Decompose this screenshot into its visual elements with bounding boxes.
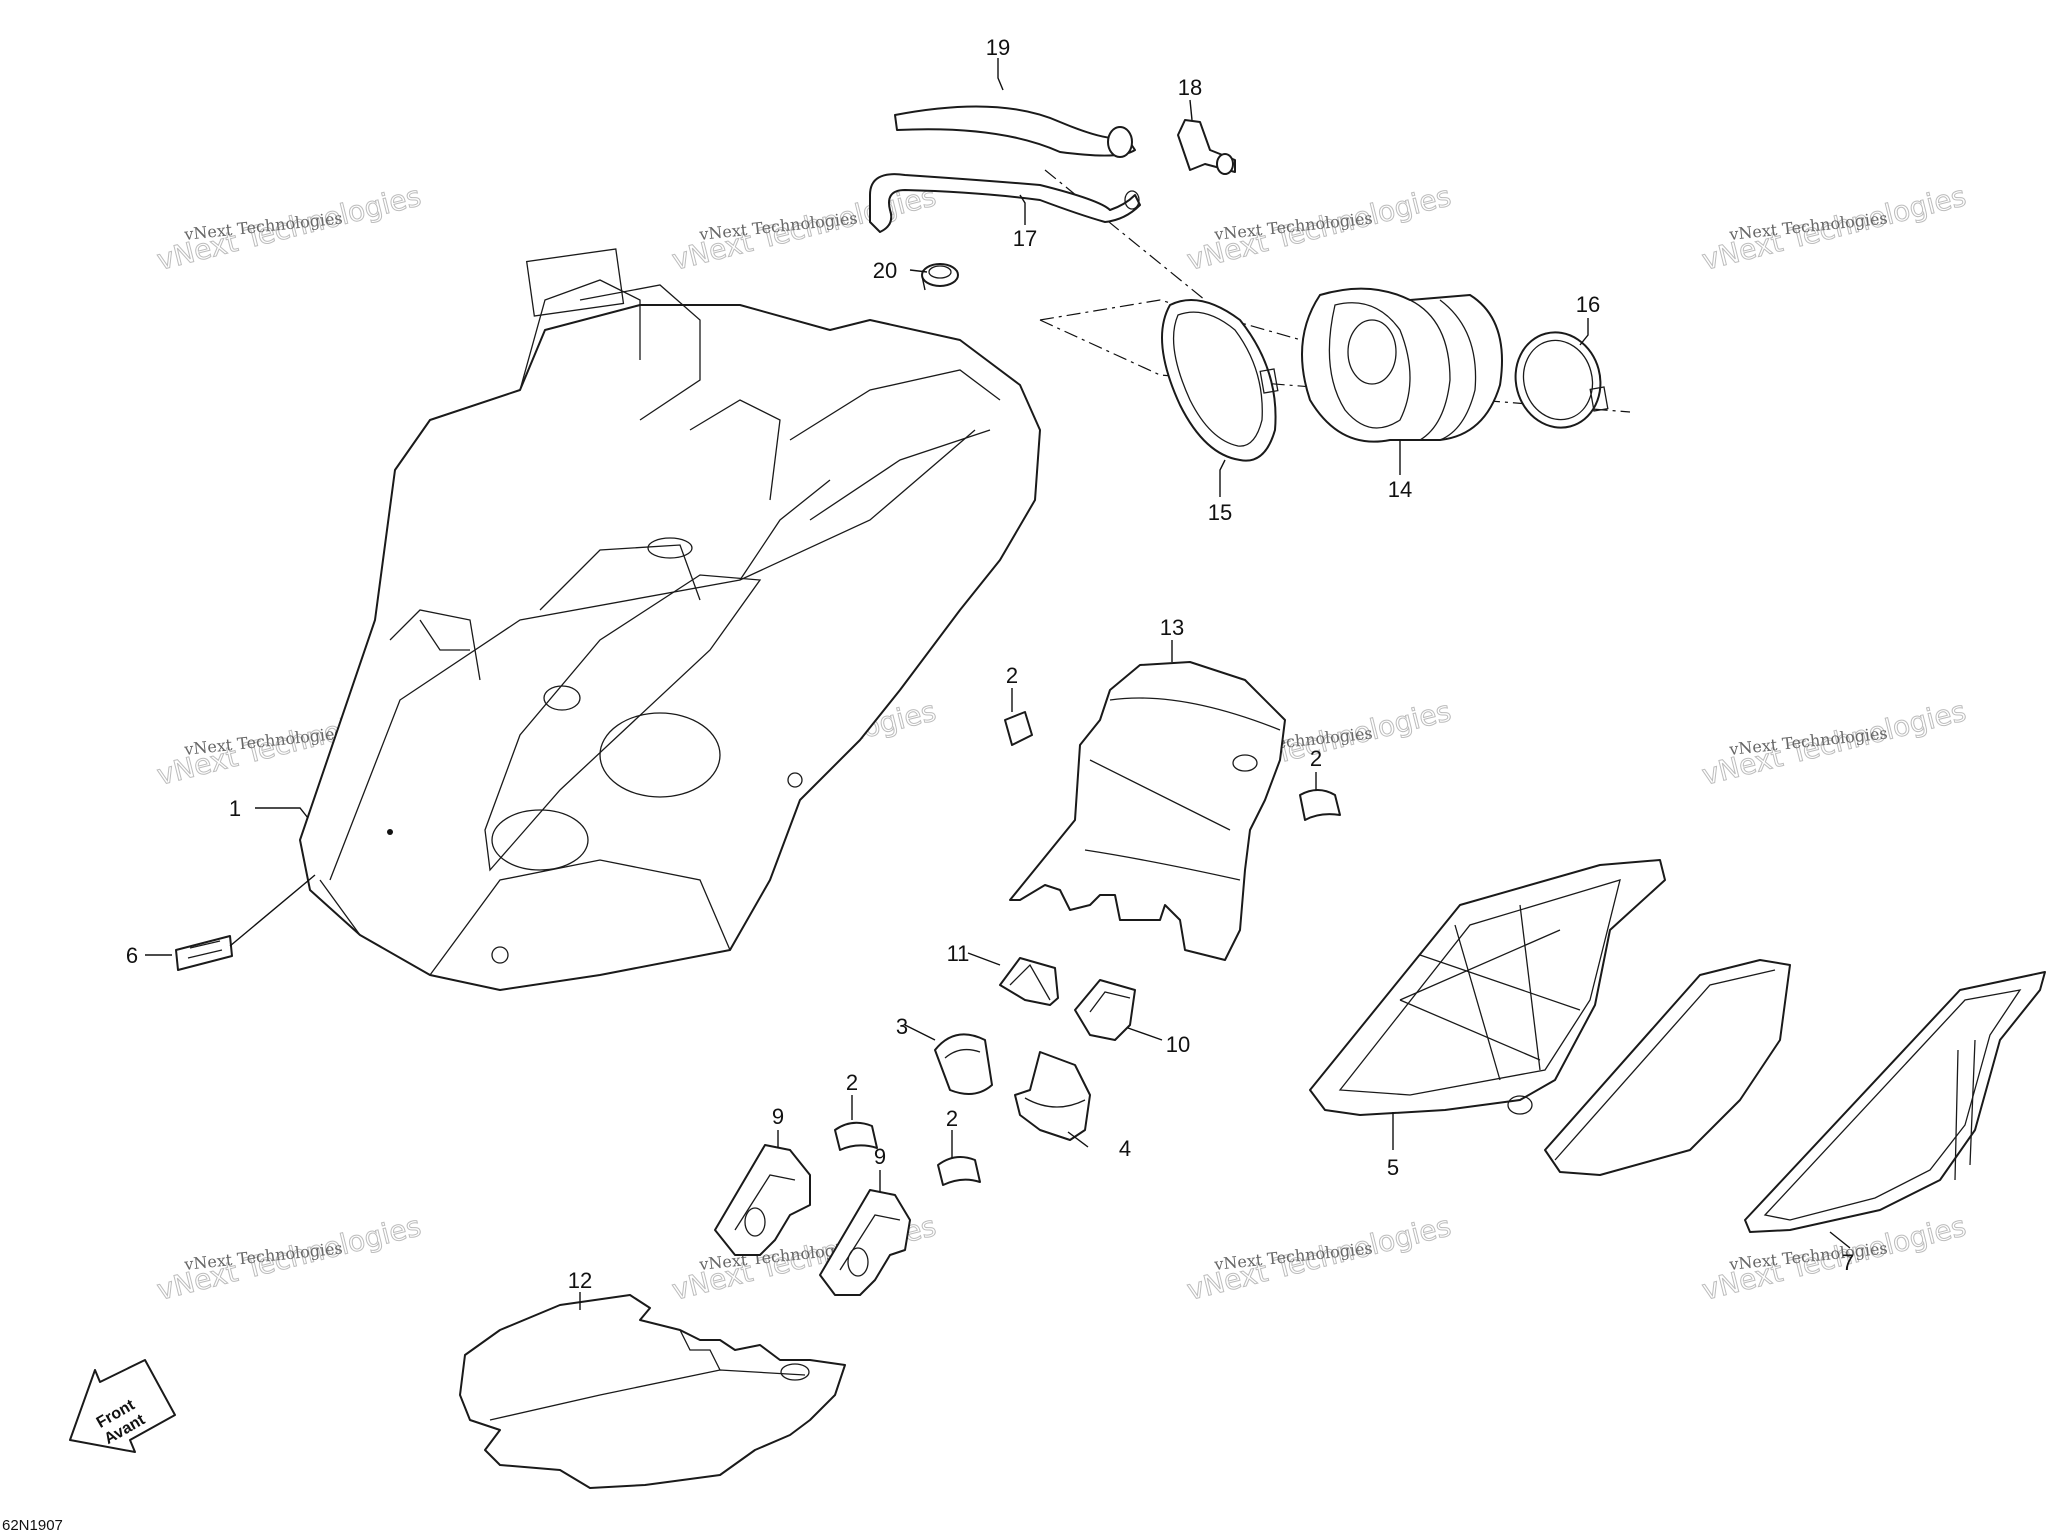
part-2-clip[interactable] — [1299, 789, 1341, 821]
callout-2: 2 — [846, 1070, 858, 1095]
callout-2: 2 — [946, 1106, 958, 1131]
callout-10: 10 — [1166, 1032, 1190, 1057]
part-11-insert[interactable] — [999, 957, 1059, 1006]
part-17-tube[interactable] — [869, 173, 1141, 233]
part-9-bracket[interactable] — [714, 1144, 811, 1256]
assembly-centerline — [1044, 169, 1206, 301]
part-4-spacer[interactable] — [1014, 1051, 1091, 1141]
part-20-clamp[interactable] — [921, 263, 959, 287]
part-19-hose[interactable] — [894, 105, 1136, 158]
callout-14: 14 — [1388, 477, 1412, 502]
part-18-fitting[interactable] — [1177, 119, 1236, 175]
callout-17: 17 — [1013, 226, 1037, 251]
callout-15: 15 — [1208, 500, 1232, 525]
callout-7: 7 — [1842, 1250, 1854, 1275]
callout-2: 2 — [1006, 663, 1018, 688]
part-6-label[interactable] — [175, 935, 233, 971]
diagram-code: 62N1907 — [2, 1517, 63, 1534]
part-10-insert[interactable] — [1074, 979, 1136, 1041]
filter-element[interactable] — [1544, 959, 1791, 1176]
assembly-centerline — [1039, 299, 1401, 369]
callout-6: 6 — [126, 943, 138, 968]
callout-9: 9 — [772, 1104, 784, 1129]
callout-2: 2 — [1310, 746, 1322, 771]
callouts: 1 6 19 18 17 20 15 14 16 13 2 2 11 10 3 … — [126, 35, 1854, 1293]
callout-18: 18 — [1178, 75, 1202, 100]
part-2-clip[interactable] — [937, 1155, 981, 1186]
callout-5: 5 — [1387, 1155, 1399, 1180]
callout-4: 4 — [1119, 1136, 1131, 1161]
callout-11: 11 — [947, 941, 970, 966]
part-2-clip[interactable] — [1004, 711, 1033, 746]
part-9-bracket[interactable] — [819, 1189, 911, 1296]
leader-lines — [145, 58, 1851, 1310]
part-7-gasket[interactable] — [1744, 971, 2046, 1233]
callout-13: 13 — [1160, 615, 1184, 640]
part-13-cover-panel[interactable] — [1009, 661, 1286, 961]
callout-1: 1 — [229, 796, 241, 821]
front-arrow: Front Avant — [69, 1359, 176, 1453]
callout-19: 19 — [986, 35, 1010, 60]
callout-9: 9 — [874, 1144, 886, 1169]
part-16-clamp[interactable] — [1505, 323, 1611, 437]
part-12-lower-panel[interactable] — [459, 1294, 846, 1489]
callout-16: 16 — [1576, 292, 1600, 317]
callout-3: 3 — [896, 1014, 908, 1039]
part-14-intake-adapter[interactable] — [1301, 287, 1503, 443]
callout-20: 20 — [873, 258, 897, 283]
part-1-air-box[interactable] — [299, 248, 1041, 991]
part-3-clip[interactable] — [934, 1033, 993, 1095]
part-15-clamp-ring[interactable] — [1161, 299, 1279, 462]
part-2-clip[interactable] — [834, 1121, 878, 1151]
part-5-filter-frame[interactable] — [1309, 859, 1666, 1116]
callout-12: 12 — [568, 1268, 592, 1293]
